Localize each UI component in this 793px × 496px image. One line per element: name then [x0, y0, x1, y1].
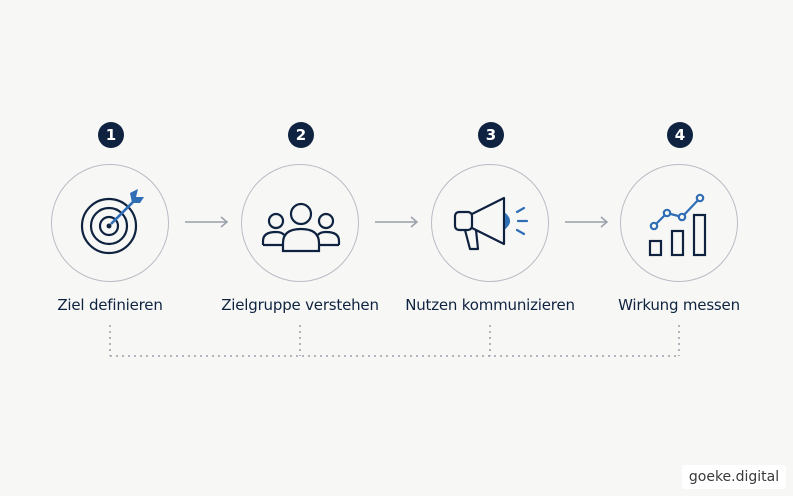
step-circle: [620, 164, 738, 282]
step-number-badge: 2: [288, 122, 314, 148]
step-label: Wirkung messen: [618, 296, 740, 314]
step-circle: [431, 164, 549, 282]
chart-icon: [648, 193, 707, 257]
step-circle: [51, 164, 169, 282]
arrow-right-icon: [185, 216, 229, 228]
arrow-right-icon: [565, 216, 609, 228]
step-number-badge: 4: [667, 122, 693, 148]
step-circle: [241, 164, 359, 282]
target-icon: [80, 189, 144, 255]
step-label: Ziel definieren: [57, 296, 163, 314]
step-label: Nutzen kommunizieren: [405, 296, 575, 314]
group-icon: [261, 202, 341, 253]
watermark-label: goeke.digital: [682, 465, 786, 489]
step-number-badge: 3: [478, 122, 504, 148]
arrow-right-icon: [375, 216, 419, 228]
megaphone-icon: [453, 196, 529, 251]
step-number-badge: 1: [98, 122, 124, 148]
step-label: Zielgruppe verstehen: [221, 296, 379, 314]
